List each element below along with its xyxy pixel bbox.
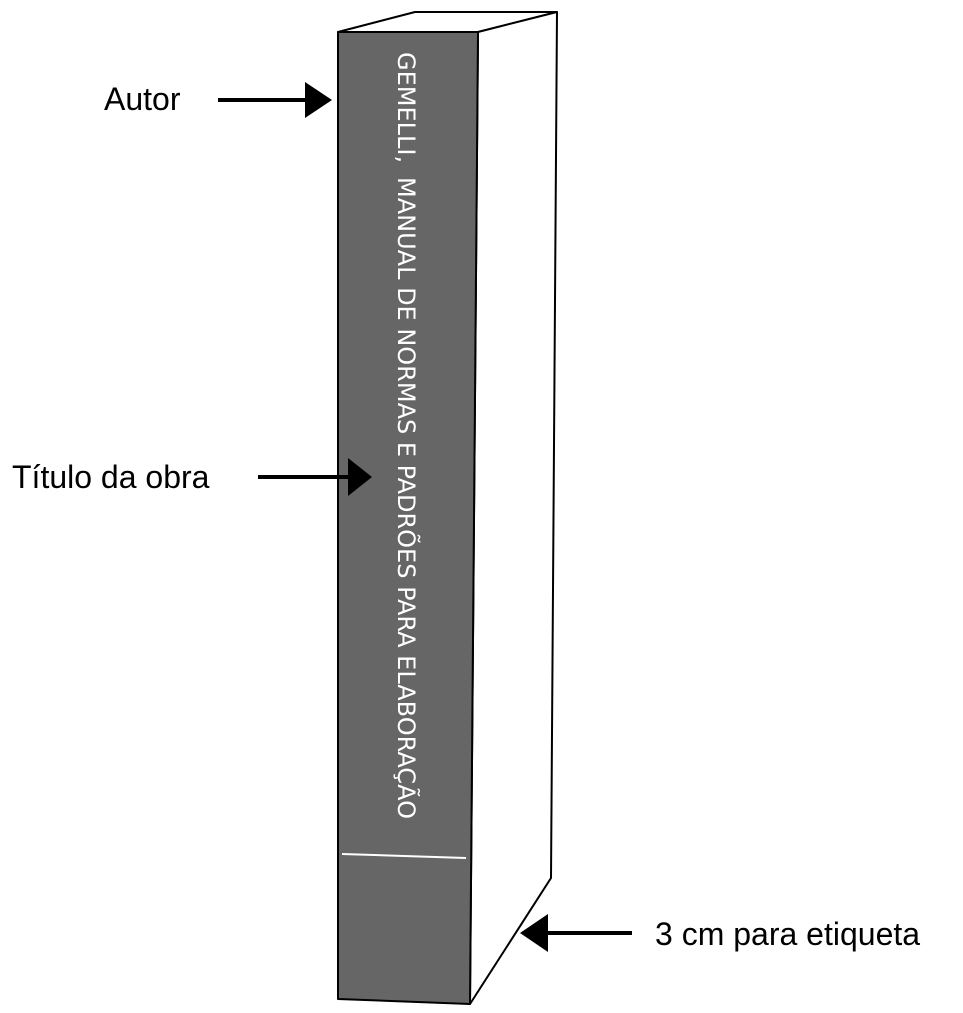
label-area-label: 3 cm para etiqueta <box>655 916 920 952</box>
author-label: Autor <box>104 81 181 117</box>
label-area-arrow <box>520 914 632 952</box>
author-arrow <box>218 82 332 118</box>
spine-author-text: GEMELLI, <box>392 52 420 163</box>
title-label: Título da obra <box>12 459 210 495</box>
label-area-separator <box>341 853 467 859</box>
spine-title-text: MANUAL DE NORMAS E PADRÕES PARA ELABORAÇ… <box>392 177 422 819</box>
book-side-face <box>469 11 558 1005</box>
title-arrow <box>258 458 372 496</box>
book-spine <box>337 31 479 1005</box>
